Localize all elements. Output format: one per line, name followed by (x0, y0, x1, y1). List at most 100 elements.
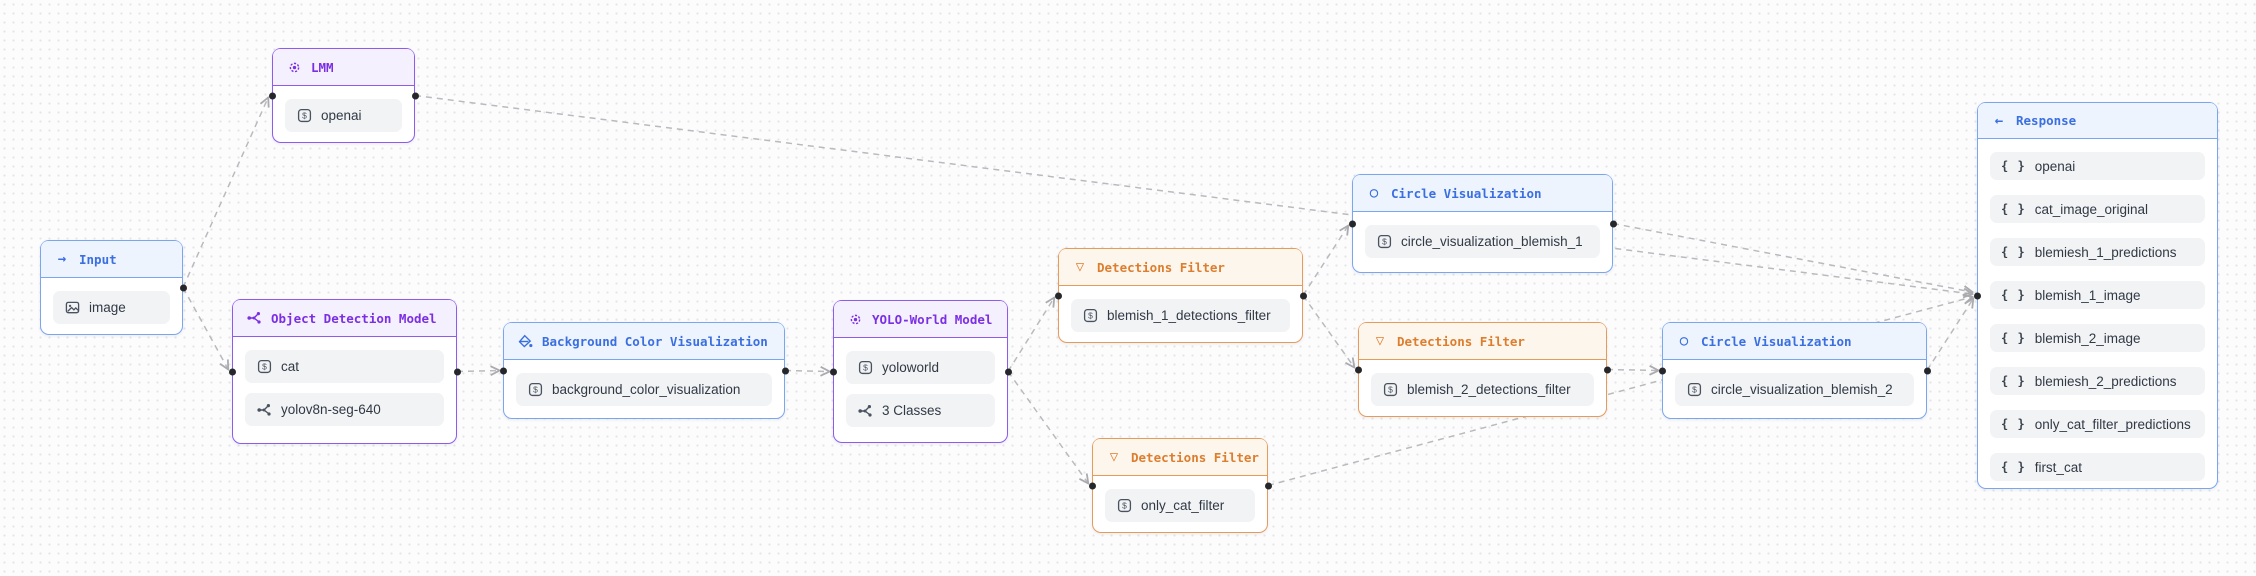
response-field-row[interactable]: { } only_cat_filter_predictions (1990, 410, 2205, 438)
funnel-icon: ▽ (1375, 333, 1385, 349)
node-yolo-world-model[interactable]: YOLO-World Model $ yoloworld 3 Classes (829, 300, 1012, 443)
input-port[interactable] (268, 92, 276, 99)
node-header: ▽ Detections Filter (1059, 249, 1302, 286)
edge-input-lmm (182, 98, 268, 288)
param-label: blemish_1_detections_filter (1107, 308, 1271, 323)
output-port[interactable] (1264, 482, 1272, 489)
output-port[interactable] (1004, 368, 1012, 375)
output-port[interactable] (1923, 367, 1931, 374)
output-port[interactable] (411, 92, 419, 99)
funnel-icon: ▽ (1075, 259, 1085, 275)
dollar-param-icon: $ (1082, 308, 1098, 324)
input-port[interactable] (1348, 220, 1356, 227)
response-field-row[interactable]: { } blemish_1_image (1990, 281, 2205, 309)
node-param-row[interactable]: $ only_cat_filter (1105, 489, 1255, 522)
dollar-param-icon: $ (296, 108, 312, 124)
param-label: cat (281, 359, 300, 374)
node-background-color-visualization[interactable]: Background Color Visualization $ backgro… (499, 322, 789, 419)
braces-icon: { } (2001, 417, 2026, 431)
node-header: ▽ Detections Filter (1093, 439, 1267, 476)
input-port[interactable] (1973, 292, 1981, 299)
dollar-param-icon: $ (1382, 382, 1398, 398)
node-circle-visualization-blemish-2[interactable]: ○ Circle Visualization $ circle_visualiz… (1658, 322, 1931, 419)
node-param-row[interactable]: $ blemish_1_detections_filter (1071, 299, 1290, 332)
edge-cv1-response (1612, 222, 1972, 293)
param-label: circle_visualization_blemish_1 (1401, 234, 1583, 249)
dollar-param-icon: $ (1116, 498, 1132, 514)
node-param-row[interactable]: $ openai (285, 99, 402, 132)
response-field-row[interactable]: { } blemiesh_1_predictions (1990, 238, 2205, 266)
node-param-row[interactable]: image (53, 291, 170, 324)
node-title: Circle Visualization (1701, 333, 1852, 349)
funnel-icon: ▽ (1109, 449, 1119, 465)
dollar-param-icon: $ (857, 360, 873, 376)
node-circle-visualization-blemish-1[interactable]: ○ Circle Visualization $ circle_visualiz… (1348, 174, 1617, 273)
output-port[interactable] (781, 367, 789, 374)
response-field-row[interactable]: { } openai (1990, 152, 2205, 180)
edge-yolo-df3 (1007, 371, 1088, 484)
response-field-row[interactable]: { } cat_image_original (1990, 195, 2205, 223)
input-port[interactable] (1658, 367, 1666, 374)
svg-text:$: $ (533, 385, 538, 395)
dollar-param-icon: $ (1376, 234, 1392, 250)
node-param-row[interactable]: 3 Classes (846, 394, 995, 427)
svg-text:$: $ (262, 362, 267, 372)
input-port[interactable] (1054, 292, 1062, 299)
field-label: openai (2034, 158, 2076, 174)
svg-text:$: $ (302, 111, 307, 121)
node-param-row[interactable]: yolov8n-seg-640 (245, 393, 444, 426)
input-port[interactable] (228, 368, 236, 375)
output-port[interactable] (453, 368, 461, 375)
node-param-row[interactable]: $ cat (245, 350, 444, 383)
response-field-row[interactable]: { } first_cat (1990, 453, 2205, 481)
node-title: Detections Filter (1131, 449, 1259, 465)
gear-icon (847, 311, 863, 327)
arrow-right-icon: → (57, 251, 67, 267)
input-port[interactable] (1354, 366, 1362, 373)
output-port[interactable] (1603, 366, 1611, 373)
node-header: ○ Circle Visualization (1663, 323, 1926, 360)
node-title: Circle Visualization (1391, 185, 1542, 201)
dollar-param-icon: $ (1686, 382, 1702, 398)
output-port[interactable] (179, 284, 187, 291)
field-label: blemiesh_1_predictions (2034, 244, 2177, 260)
param-label: image (89, 300, 126, 315)
node-param-row[interactable]: $ blemish_2_detections_filter (1371, 373, 1594, 406)
input-port[interactable] (1088, 482, 1096, 489)
node-title: Background Color Visualization (542, 333, 768, 349)
edge-odm-bcv (456, 371, 499, 372)
output-port[interactable] (1299, 292, 1307, 299)
node-header: ▽ Detections Filter (1359, 323, 1606, 360)
arrow-left-icon: ← (1994, 112, 2004, 129)
node-param-row[interactable]: $ circle_visualization_blemish_1 (1365, 225, 1600, 258)
node-param-row[interactable]: $ yoloworld (846, 351, 995, 384)
response-field-row[interactable]: { } blemish_2_image (1990, 324, 2205, 352)
node-param-row[interactable]: $ background_color_visualization (516, 373, 772, 406)
node-detections-filter-blemish-1[interactable]: ▽ Detections Filter $ blemish_1_detectio… (1054, 248, 1307, 343)
dollar-param-icon: $ (256, 359, 272, 375)
node-detections-filter-blemish-2[interactable]: ▽ Detections Filter $ blemish_2_detectio… (1354, 322, 1611, 417)
edge-bcv-yolo (784, 371, 829, 372)
input-port[interactable] (499, 367, 507, 374)
node-object-detection-model[interactable]: Object Detection Model $ cat yolov8n-seg… (228, 299, 461, 444)
node-detections-filter-only-cat[interactable]: ▽ Detections Filter $ only_cat_filter (1088, 438, 1272, 533)
edge-lmm-response (414, 94, 1972, 295)
param-label: openai (321, 108, 362, 123)
param-label: circle_visualization_blemish_2 (1711, 382, 1893, 397)
node-title: Detections Filter (1397, 333, 1525, 349)
node-input[interactable]: → Input image (40, 240, 187, 335)
output-port[interactable] (1609, 220, 1617, 227)
edge-input-odm (182, 287, 228, 370)
response-field-row[interactable]: { } blemiesh_2_predictions (1990, 367, 2205, 395)
input-port[interactable] (829, 368, 837, 375)
edge-df2-cv2 (1606, 370, 1658, 371)
node-response[interactable]: ← Response { } openai { } cat_image_orig… (1973, 102, 2218, 489)
param-label: background_color_visualization (552, 382, 741, 397)
svg-text:$: $ (1692, 385, 1697, 395)
node-param-row[interactable]: $ circle_visualization_blemish_2 (1675, 373, 1914, 406)
node-lmm[interactable]: LMM $ openai (268, 48, 419, 143)
field-label: first_cat (2034, 459, 2082, 475)
node-header: YOLO-World Model (834, 301, 1007, 338)
svg-text:$: $ (1382, 237, 1387, 247)
